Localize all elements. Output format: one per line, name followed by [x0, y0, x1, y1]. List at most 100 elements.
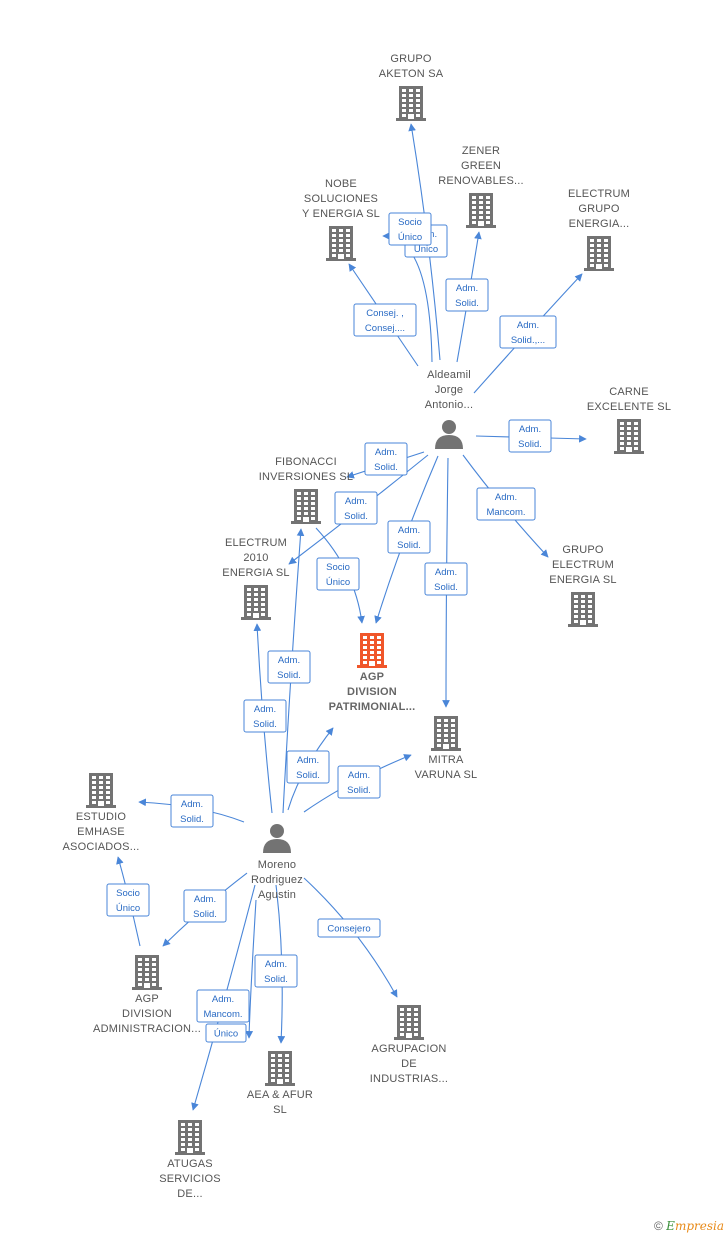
relation-label[interactable]: Adm.Solid. [334, 491, 378, 525]
relation-label-line: Adm. [254, 704, 276, 715]
relation-label-line: Consej.... [365, 323, 405, 334]
node-label-line: DIVISION [122, 1008, 172, 1020]
node-label-line: EXCELENTE SL [587, 401, 671, 413]
node-label-line: RENOVABLES... [438, 175, 524, 187]
node-label-line: MITRA [428, 754, 464, 766]
node-label-line: AEA & AFUR [247, 1089, 313, 1101]
relation-label-line: Adm. [297, 755, 319, 766]
relation-label[interactable]: Adm. Solid. [445, 278, 489, 312]
node-label-line: ENERGIA... [569, 218, 630, 230]
building-icon [291, 489, 321, 524]
relation-label-line: Único [116, 903, 140, 914]
building-icon [326, 226, 356, 261]
relation-label-line: Solid. [455, 298, 479, 309]
building-icon [175, 1120, 205, 1155]
node-mitra[interactable]: MITRA VARUNA SL [415, 716, 478, 781]
relation-label-line: Solid. [518, 439, 542, 450]
relation-label-line: Solid. [296, 770, 320, 781]
relation-label[interactable]: Adm. Solid. [286, 750, 330, 784]
relation-label[interactable]: Adm.Solid. [243, 699, 287, 733]
node-label-line: GREEN [461, 160, 501, 172]
node-label-line: VARUNA SL [415, 769, 478, 781]
node-agrupacion[interactable]: AGRUPACION DE INDUSTRIAS... [370, 1005, 448, 1085]
brand-footer[interactable]: © Empresia [654, 1219, 724, 1233]
node-label-line: AGP [135, 993, 159, 1005]
building-icon [396, 86, 426, 121]
relation-label[interactable]: Adm.Solid. [267, 650, 311, 684]
relation-label[interactable]: Adm.Solid. [508, 419, 552, 453]
relation-label-line: Solid. [347, 785, 371, 796]
relation-label[interactable]: Consej. ,Consej.... [353, 303, 417, 337]
node-electrum-grupo[interactable]: ELECTRUMGRUPOENERGIA... [568, 188, 630, 271]
node-atugas[interactable]: ATUGASSERVICIOSDE... [159, 1120, 221, 1200]
node-label-line: PATRIMONIAL... [329, 701, 416, 713]
node-label-line: Moreno [258, 859, 297, 871]
empresia-logo: Empresia [666, 1219, 724, 1233]
building-icon [241, 585, 271, 620]
relation-label[interactable]: Adm.Solid. [387, 520, 431, 554]
relation-label[interactable]: Adm. Solid. [364, 442, 408, 476]
relation-label[interactable]: Adm.Solid. [170, 794, 214, 828]
node-zener[interactable]: ZENERGREENRENOVABLES... [438, 145, 524, 228]
relation-label[interactable]: Consejero [317, 918, 381, 938]
relation-label-line: Adm. [495, 492, 517, 503]
relation-label-line: Adm. [278, 655, 300, 666]
relation-label-line: Adm. [375, 447, 397, 458]
node-label-line: Antonio... [425, 399, 473, 411]
relation-label-line: Adm. [456, 283, 478, 294]
building-icon [568, 592, 598, 627]
relation-label[interactable]: Adm.Solid.,... [499, 315, 557, 349]
node-carne[interactable]: CARNE EXCELENTE SL [587, 386, 671, 454]
node-label-line: CARNE [609, 386, 649, 398]
node-label-line: DIVISION [347, 686, 397, 698]
relation-label-line: Adm. [212, 994, 234, 1005]
node-agp-admin[interactable]: AGP DIVISION ADMINISTRACION... [93, 955, 201, 1035]
relation-label-line: Solid. [193, 909, 217, 920]
node-grupo-aketon[interactable]: GRUPO AKETON SA [379, 53, 444, 121]
node-label-line: GRUPO [390, 53, 432, 65]
node-label-line: Jorge [435, 384, 464, 396]
relation-label-line: Consejero [327, 924, 370, 935]
node-label-line: ENERGIA SL [549, 574, 616, 586]
node-label-line: DE... [177, 1188, 202, 1200]
node-label-line: AKETON SA [379, 68, 444, 80]
building-icon [431, 716, 461, 751]
relation-label-line: Mancom. [486, 507, 525, 518]
relation-label-line: Mancom. [203, 1009, 242, 1020]
relation-label[interactable]: Adm. Mancom. [196, 989, 250, 1023]
relation-label-line: Solid. [374, 462, 398, 473]
node-label-line: INVERSIONES SL [259, 471, 354, 483]
relation-label[interactable]: Adm. Mancom. [476, 487, 536, 521]
relation-label[interactable]: Único [205, 1023, 247, 1043]
node-label-line: INDUSTRIAS... [370, 1073, 448, 1085]
building-icon [614, 419, 644, 454]
node-label-line: DE [401, 1058, 417, 1070]
relation-label[interactable]: Adm.Solid. [337, 765, 381, 799]
node-aldeamil[interactable]: AldeamilJorgeAntonio... [425, 369, 473, 449]
relation-label[interactable]: Adm.Solid. [254, 954, 298, 988]
copyright-symbol: © [653, 1219, 663, 1233]
relation-label-line: Adm. [398, 525, 420, 536]
relation-label[interactable]: Adm.Solid. [424, 562, 468, 596]
node-label-line: ADMINISTRACION... [93, 1023, 201, 1035]
node-label-line: ATUGAS [167, 1158, 213, 1170]
building-icon [584, 236, 614, 271]
relation-label-line: Socio [116, 888, 140, 899]
node-estudio[interactable]: ESTUDIOEMHASEASOCIADOS... [63, 773, 140, 853]
node-agp-patrimonial[interactable]: AGPDIVISIONPATRIMONIAL... [329, 633, 416, 713]
node-label-line: AGRUPACION [371, 1043, 446, 1055]
node-label-line: NOBE [325, 178, 357, 190]
relation-label[interactable]: Adm.Solid. [183, 889, 227, 923]
